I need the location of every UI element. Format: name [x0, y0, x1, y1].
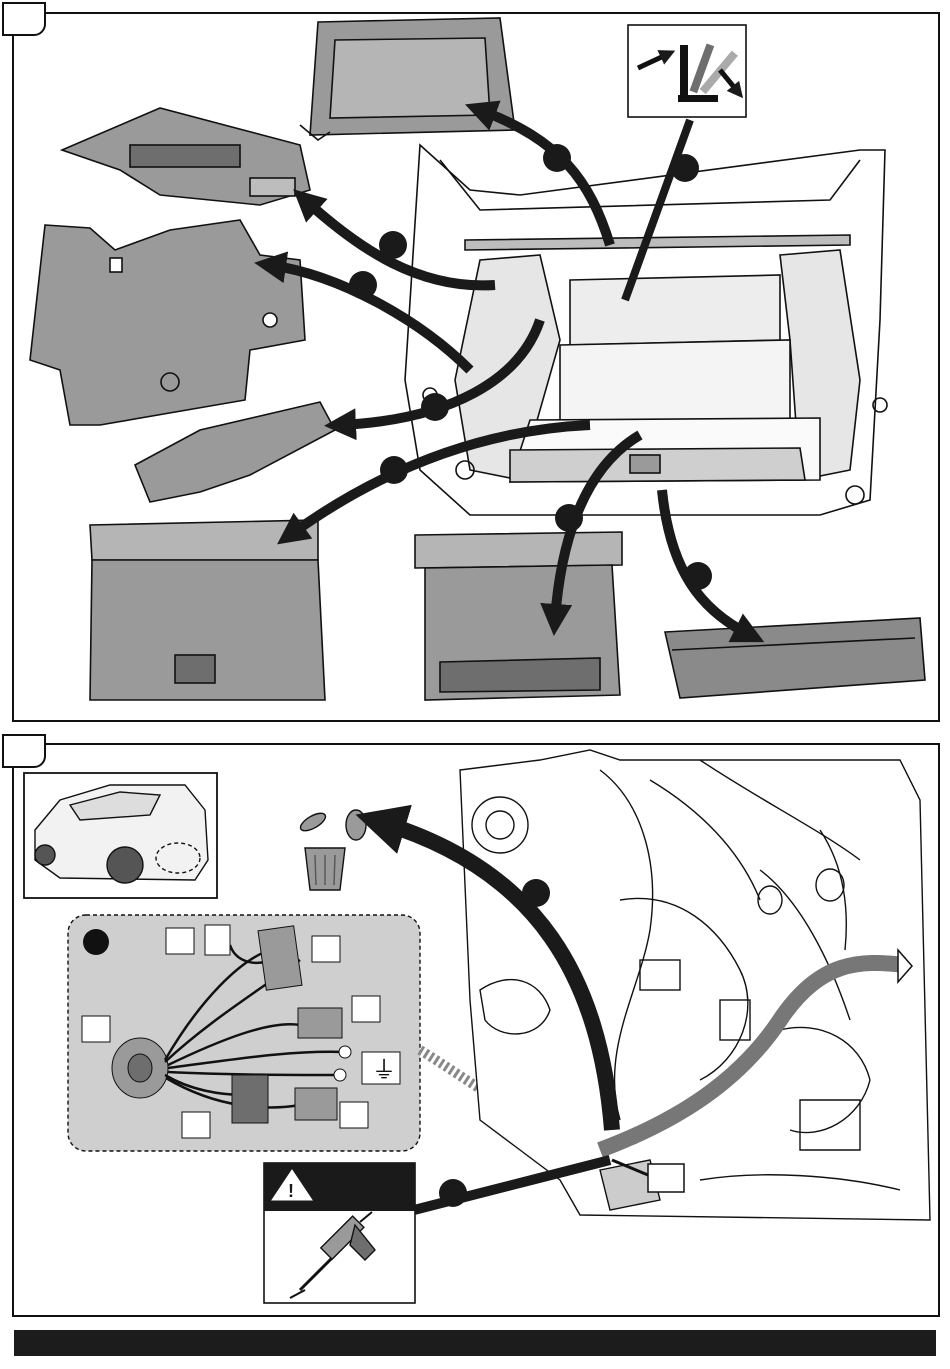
trash-bin-icon: [298, 810, 366, 890]
parcel-shelf-part: [300, 18, 515, 140]
upper-side-trim-part: [62, 108, 310, 205]
callout-plug-remove: [522, 879, 550, 907]
sealant-warning-box: !: [264, 1163, 415, 1303]
ground-symbol-icon: ⏚: [372, 1056, 396, 1084]
grommet-label-box: [648, 1164, 684, 1192]
side-strip-part: [135, 402, 335, 502]
sill-trim-part: [665, 618, 925, 698]
floor-board-part: [90, 520, 325, 700]
harness-detail-box: [68, 915, 420, 1151]
underbody-illustration: [460, 750, 930, 1220]
callout-sealant: [439, 1179, 467, 1207]
rear-seat-fold-icon: [628, 25, 746, 117]
footer-bar: [14, 1330, 936, 1356]
car-rear-icon: [24, 773, 217, 898]
lower-side-trim-part: [30, 220, 305, 425]
trunk-opening: [405, 145, 887, 515]
floor-tray-part: [415, 532, 622, 700]
svg-text:!: !: [288, 1181, 294, 1201]
